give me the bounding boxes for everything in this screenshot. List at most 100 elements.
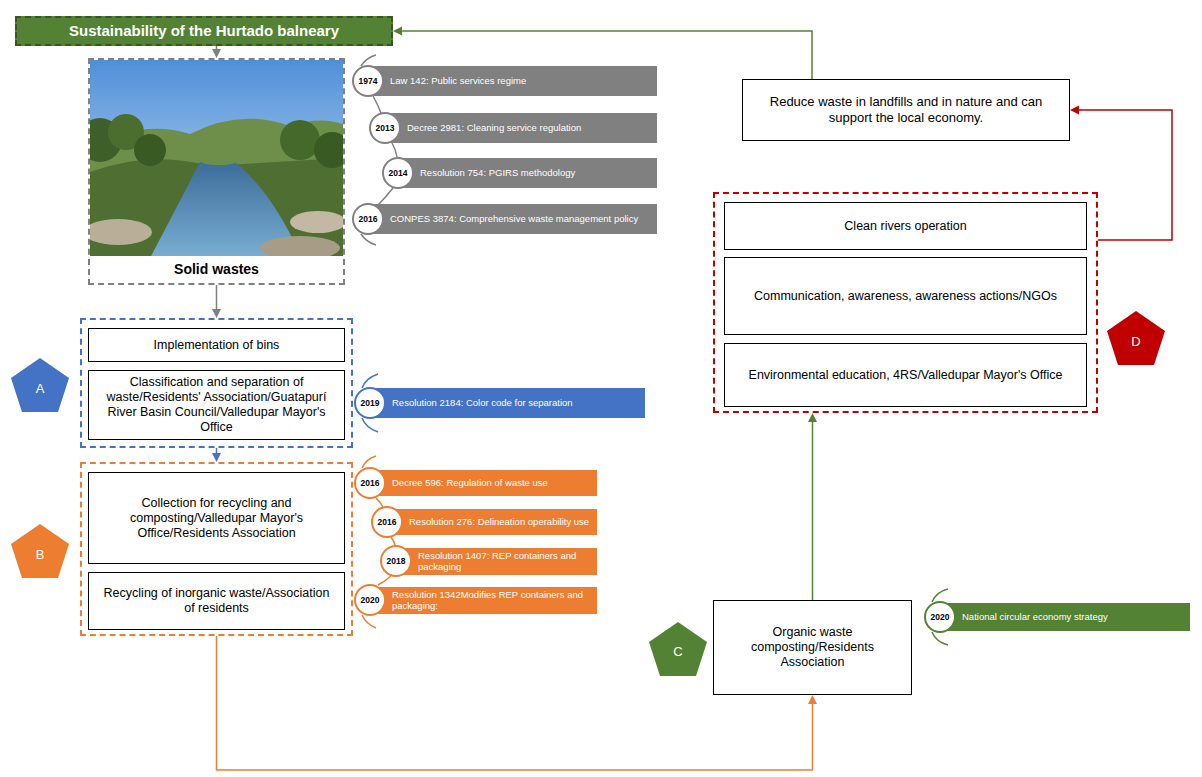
text-label: C xyxy=(648,621,708,677)
photo-rock xyxy=(90,219,152,245)
group-frame: DClean rivers operationCommunication, aw… xyxy=(713,192,1098,413)
text-label: Organic waste composting/Residents Assoc… xyxy=(722,625,903,670)
photo-rock xyxy=(260,236,340,258)
regulation-bar: Resolution 754: PGIRS methodology xyxy=(398,158,657,188)
arrow-head xyxy=(808,413,817,422)
timeline-entry: 2016 Resolution 276: Delineation operabil… xyxy=(371,509,597,535)
text-label: Environmental education, 4RS/Valledupar … xyxy=(749,368,1063,383)
text-label: Implementation of bins xyxy=(154,338,280,353)
process-box: Clean rivers operation xyxy=(724,202,1087,250)
photo-tree xyxy=(134,134,166,166)
arrow-head xyxy=(212,453,221,462)
timeline-entry: 2013 Decree 2981: Cleaning service regula… xyxy=(369,113,657,143)
pentagon-fill xyxy=(649,622,707,676)
text-label: Resolution 754: PGIRS methodology xyxy=(420,167,575,178)
title-box: Sustainability of the Hurtado balneary xyxy=(15,16,393,46)
connector-line xyxy=(1079,110,1172,240)
regulation-bar: Resolution 1407: REP containers and pack… xyxy=(396,548,597,575)
arrow-head xyxy=(808,695,817,704)
text-label: Resolution 1407: REP containers and pack… xyxy=(418,550,591,573)
process-box: Recycling of inorganic waste/Association… xyxy=(88,572,345,630)
pentagon-fill xyxy=(11,358,69,412)
regulation-bar: Resolution 1342Modifies REP containers a… xyxy=(370,587,597,614)
text-label: Communication, awareness, awareness acti… xyxy=(754,289,1057,304)
process-box: COrganic waste composting/Residents Asso… xyxy=(713,600,912,695)
flow-connector xyxy=(212,448,221,462)
year-circle: 2016 xyxy=(371,506,403,538)
connector-line xyxy=(812,422,814,600)
process-box: Reduce waste in landfills and in nature … xyxy=(742,79,1070,141)
year-circle: 2013 xyxy=(369,112,401,144)
text-label: 2018 xyxy=(387,556,406,566)
text-label: Reduce waste in landfills and in nature … xyxy=(751,94,1061,125)
group-frame: AImplementation of binsClassification an… xyxy=(80,318,353,448)
process-box: Classification and separation of waste/R… xyxy=(88,370,345,440)
pentagon-fill xyxy=(11,524,69,578)
year-circle: 2018 xyxy=(380,545,412,577)
text-label: Collection for recycling and composting/… xyxy=(97,496,336,541)
flow-connector xyxy=(212,285,221,318)
text-label: 2016 xyxy=(361,478,380,488)
year-circle: 2020 xyxy=(924,601,956,633)
timeline-entry: 2018 Resolution 1407: REP containers and … xyxy=(380,548,597,575)
pentagon-marker: B xyxy=(10,523,70,579)
arrow-head xyxy=(212,309,221,318)
text-label: B xyxy=(10,523,70,579)
regulation-bar: Decree 596: Regulation of waste use xyxy=(370,470,597,496)
photo-tree xyxy=(314,132,343,168)
timeline-entry: 2014 Resolution 754: PGIRS methodology xyxy=(382,158,657,188)
text-label: 2020 xyxy=(361,595,380,605)
regulation-bar: Resolution 2184: Color code for separati… xyxy=(370,388,645,418)
connector-line xyxy=(216,448,218,453)
process-box: Implementation of bins xyxy=(88,328,345,362)
text-label: Sustainability of the Hurtado balneary xyxy=(69,22,339,40)
connector-line xyxy=(216,46,218,49)
flow-connector xyxy=(212,46,221,58)
timeline-entry: 1974 Law 142: Public services regime xyxy=(352,66,657,96)
text-label: Resolution 276: Delineation operability … xyxy=(409,516,589,527)
text-label: 1974 xyxy=(359,76,378,86)
text-label: 2020 xyxy=(931,612,950,622)
regulation-bar: Resolution 276: Delineation operability … xyxy=(387,509,597,535)
text-label: 2013 xyxy=(376,123,395,133)
pentagon-fill xyxy=(1107,311,1165,365)
timeline-entry: 2020National circular economy strategy xyxy=(924,603,1190,631)
text-label: 2019 xyxy=(361,398,380,408)
regulation-bar: Law 142: Public services regime xyxy=(368,66,657,96)
connector-line xyxy=(216,285,218,309)
process-box: Collection for recycling and composting/… xyxy=(88,472,345,564)
text-label: A xyxy=(10,357,70,413)
text-label: Decree 2981: Cleaning service regulation xyxy=(407,122,581,133)
text-label: CONPES 3874: Comprehensive waste managem… xyxy=(390,213,638,224)
year-circle: 2020 xyxy=(354,584,386,616)
arrow-head xyxy=(1070,106,1079,115)
arrow-head xyxy=(212,49,221,58)
year-circle: 2016 xyxy=(352,203,384,235)
pentagon-marker: A xyxy=(10,357,70,413)
year-circle: 1974 xyxy=(352,65,384,97)
timeline-entry: 2016 CONPES 3874: Comprehensive waste man… xyxy=(352,204,657,234)
text-label: Classification and separation of waste/R… xyxy=(97,375,336,435)
process-box: Communication, awareness, awareness acti… xyxy=(724,257,1087,335)
timeline-entry: 2016Decree 596: Regulation of waste use xyxy=(354,470,597,496)
photo-frame: Solid wastes xyxy=(88,58,345,285)
text-label: Law 142: Public services regime xyxy=(390,75,526,86)
text-label: D xyxy=(1106,310,1166,366)
process-box: Environmental education, 4RS/Valledupar … xyxy=(724,343,1087,407)
year-circle: 2014 xyxy=(382,157,414,189)
text-label: Recycling of inorganic waste/Association… xyxy=(97,586,336,616)
text-label: Resolution 2184: Color code for separati… xyxy=(392,397,573,408)
flow-connector xyxy=(808,413,817,600)
text-label: 2016 xyxy=(378,517,397,527)
arrow-head xyxy=(393,27,402,36)
timeline-entry: 2019 Resolution 2184: Color code for sepa… xyxy=(354,388,645,418)
group-frame: BCollection for recycling and composting… xyxy=(80,462,353,636)
regulation-bar: CONPES 3874: Comprehensive waste managem… xyxy=(368,204,657,234)
regulation-bar: Decree 2981: Cleaning service regulation xyxy=(385,113,657,143)
river-photo xyxy=(90,60,343,258)
regulation-bar: National circular economy strategy xyxy=(940,603,1190,631)
text-label: Clean rivers operation xyxy=(844,219,966,234)
text-label: 2014 xyxy=(389,168,408,178)
text-label: Resolution 1342Modifies REP containers a… xyxy=(392,589,591,612)
